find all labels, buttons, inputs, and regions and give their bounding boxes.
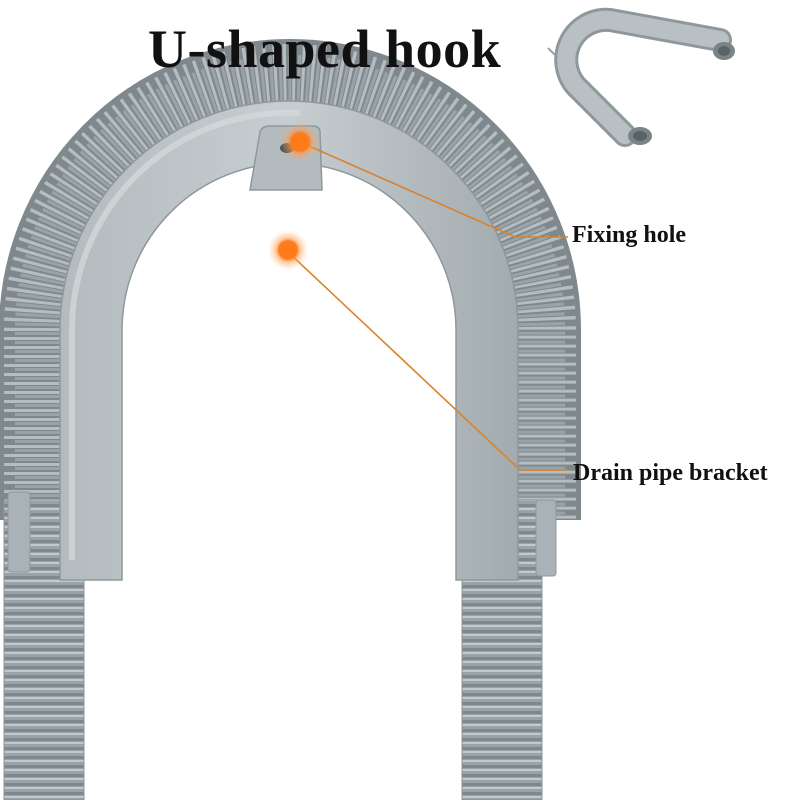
drain-pipe-bracket-label: Drain pipe bracket (573, 460, 768, 486)
marker-dot-icon (280, 122, 320, 162)
page-title: U-shaped hook (148, 19, 502, 79)
fixing-hole-label: Fixing hole (572, 222, 687, 248)
leader-lines (287, 141, 568, 471)
leader-line-fixing-hole (299, 141, 568, 238)
bracket-thumbnail-icon (547, 7, 735, 147)
leader-line-bracket (287, 251, 568, 471)
marker-dot-icon (268, 230, 308, 270)
